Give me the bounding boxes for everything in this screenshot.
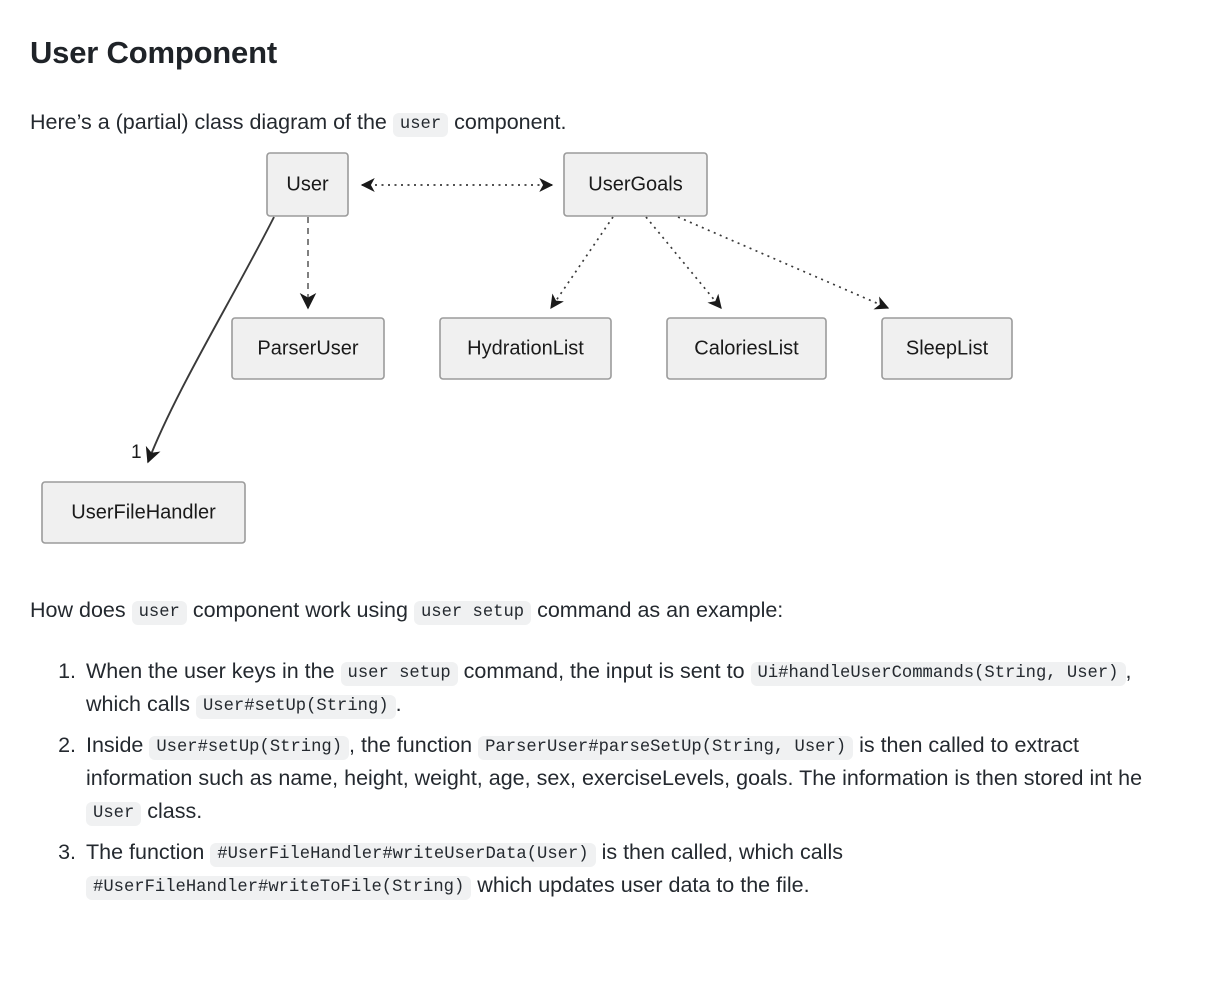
diagram-node-label-hydrationlist: HydrationList	[467, 337, 584, 359]
code-chip: User	[86, 801, 142, 826]
code-chip: #UserFileHandler#writeToFile(String)	[86, 876, 472, 901]
diagram-node-userfilehandler[interactable]: UserFileHandler	[41, 481, 246, 544]
list-item: The function #UserFileHandler#writeUserD…	[82, 836, 1190, 901]
code-chip: Ui#handleUserCommands(String, User)	[750, 662, 1126, 686]
diagram-node-label-sleeplist: SleepList	[906, 337, 989, 359]
edge-usergoals-hydrationlist	[550, 216, 614, 310]
edge-usergoals-calorieslist	[645, 216, 722, 309]
diagram-node-parseruser[interactable]: ParserUser	[231, 317, 385, 380]
code-chip: #UserFileHandler#writeUserData(User)	[210, 843, 596, 868]
how-paragraph: How does user component work using user …	[30, 594, 783, 626]
diagram-node-user[interactable]: User	[266, 152, 349, 217]
how-text-before: How does	[30, 598, 126, 622]
diagram-node-calorieslist[interactable]: CaloriesList	[666, 317, 827, 380]
diagram-node-label-parseruser: ParserUser	[257, 337, 358, 359]
code-chip-user-setup: user setup	[413, 601, 532, 625]
page-title: User Component	[30, 35, 277, 70]
diagram-node-hydrationlist[interactable]: HydrationList	[439, 317, 612, 380]
diagram-node-label-usergoals: UserGoals	[588, 173, 682, 195]
code-chip: user setup	[340, 662, 458, 686]
list-item: When the user keys in the user setup com…	[82, 655, 1190, 720]
code-chip: User#setUp(String)	[195, 694, 396, 719]
edge-usergoals-sleeplist	[677, 216, 890, 310]
edge-user-userfilehandler: 1	[131, 216, 275, 464]
class-diagram: UserGoals (dotted, double arrow) --> Par…	[0, 140, 1223, 560]
intro-text-after: component.	[454, 110, 567, 134]
code-chip-user: user	[392, 113, 449, 137]
steps-list: When the user keys in the user setup com…	[30, 655, 1190, 911]
how-text-middle: component work using	[192, 598, 408, 622]
intro-text-before: Here’s a (partial) class diagram of the	[30, 110, 387, 134]
diagram-node-label-calorieslist: CaloriesList	[694, 337, 799, 359]
diagram-node-usergoals[interactable]: UserGoals	[563, 152, 708, 217]
code-chip-user-2: user	[131, 601, 187, 625]
edge-multiplicity-label: 1	[131, 442, 142, 463]
diagram-node-sleeplist[interactable]: SleepList	[881, 317, 1013, 380]
intro-paragraph: Here’s a (partial) class diagram of the …	[30, 106, 567, 138]
how-text-after: command as an example:	[537, 598, 784, 622]
diagram-node-label-user: User	[286, 173, 329, 195]
code-chip: User#setUp(String)	[149, 736, 350, 761]
list-item: Inside User#setUp(String), the function …	[82, 729, 1190, 827]
code-chip: ParserUser#parseSetUp(String, User)	[478, 736, 854, 761]
diagram-node-label-userfilehandler: UserFileHandler	[71, 501, 216, 523]
